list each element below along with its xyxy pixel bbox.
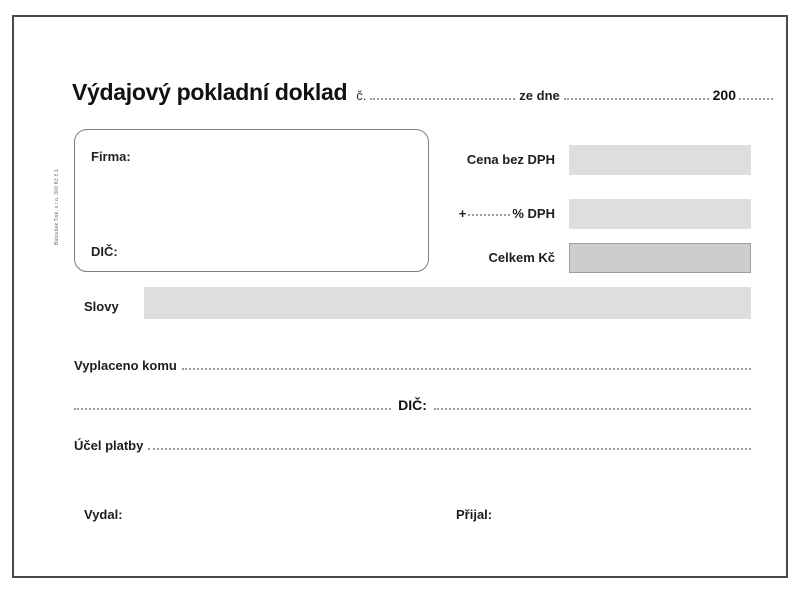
recipient-dic-field[interactable] xyxy=(433,407,751,410)
firma-label: Firma: xyxy=(91,149,131,164)
words-field[interactable] xyxy=(144,287,751,319)
amount-row-total: Celkem Kč xyxy=(434,242,751,273)
recipient-dic-line: DIČ: xyxy=(74,392,751,414)
supplier-box[interactable]: Firma: DIČ: xyxy=(74,129,429,272)
document-page: Výdajový pokladní doklad č. ze dne 200 F… xyxy=(14,17,786,576)
paid-to-line: Vyplaceno komu xyxy=(74,352,751,374)
supplier-dic-label: DIČ: xyxy=(91,244,118,259)
purpose-field[interactable] xyxy=(148,447,751,450)
purpose-label: Účel platby xyxy=(74,438,144,453)
amount-row-net: Cena bez DPH xyxy=(434,144,751,175)
vat-plus-sign: + xyxy=(458,206,467,221)
issued-by-label: Vydal: xyxy=(84,507,123,522)
paid-to-field[interactable] xyxy=(181,367,751,370)
amount-field-net[interactable] xyxy=(569,144,751,175)
amount-label-total: Celkem Kč xyxy=(488,250,555,265)
date-label: ze dne xyxy=(519,88,560,103)
vat-rate-field[interactable] xyxy=(468,213,511,216)
paid-to-label: Vyplaceno komu xyxy=(74,358,177,373)
document-frame: Výdajový pokladní doklad č. ze dne 200 F… xyxy=(12,15,788,578)
purpose-line: Účel platby xyxy=(74,432,751,454)
publisher-imprint: Baloušek Tisk, s.r.o. 300 Kč č.1 xyxy=(54,169,60,245)
amount-field-vat[interactable] xyxy=(569,198,751,229)
recipient-dic-label: DIČ: xyxy=(398,397,427,413)
voucher-number-label: č. xyxy=(356,88,367,103)
page-title: Výdajový pokladní doklad xyxy=(72,79,348,105)
amount-row-vat: + % DPH xyxy=(434,198,751,229)
signature-row: Vydal: Přijal: xyxy=(74,507,751,531)
received-by-label: Přijal: xyxy=(456,507,493,522)
recipient-address-field[interactable] xyxy=(74,407,392,410)
year-prefix-label: 200 xyxy=(712,87,736,103)
voucher-number-field[interactable] xyxy=(370,97,516,100)
amount-label-vat: + % DPH xyxy=(434,206,569,221)
amount-label-net: Cena bez DPH xyxy=(466,152,555,167)
words-label: Slovy xyxy=(84,299,119,314)
date-field[interactable] xyxy=(563,97,709,100)
vat-percent-label: % DPH xyxy=(512,206,555,221)
year-suffix-field[interactable] xyxy=(739,97,773,100)
header-row: Výdajový pokladní doklad č. ze dne 200 xyxy=(72,79,776,109)
amount-field-total[interactable] xyxy=(569,242,751,273)
words-row: Slovy xyxy=(74,287,751,319)
